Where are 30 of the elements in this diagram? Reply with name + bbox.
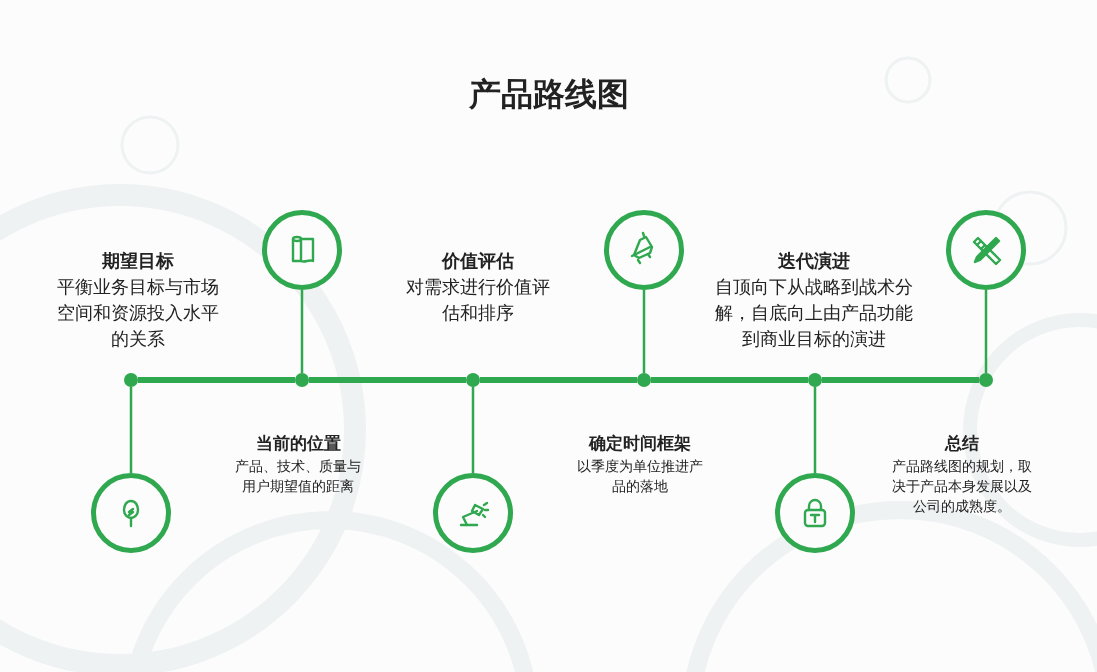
timeline-dot — [466, 373, 480, 387]
timeline-line — [480, 377, 637, 383]
step-title: 确定时间框架 — [587, 432, 692, 455]
step-description: 对需求进行价值评估和排序 — [405, 275, 551, 325]
step-description: 自顶向下从战略到战术分解，自底向上由产品功能到商业目标的演进 — [714, 275, 914, 351]
timeline-line — [309, 377, 466, 383]
timeline-dot — [979, 373, 993, 387]
timeline-dot — [124, 373, 138, 387]
connector-line — [471, 387, 475, 473]
connector-line — [813, 387, 817, 473]
step-title: 总结 — [943, 432, 980, 455]
connector-line — [984, 290, 988, 373]
title: 产品路线图 — [467, 74, 630, 115]
step-title: 价值评估 — [440, 249, 515, 273]
timeline-dot — [637, 373, 651, 387]
step-description: 产品、技术、质量与用户期望值的距离 — [234, 457, 362, 496]
timeline-line — [651, 377, 808, 383]
step-description: 以季度为单位推进产品的落地 — [576, 457, 704, 496]
timeline-dot — [295, 373, 309, 387]
connector-line — [642, 290, 646, 373]
step-description: 平衡业务目标与市场空间和资源投入水平的关系 — [56, 275, 220, 351]
connector-line — [129, 387, 133, 473]
step-title: 期望目标 — [101, 249, 175, 273]
step-title: 迭代演进 — [777, 249, 851, 273]
timeline-line — [822, 377, 979, 383]
step-title: 当前的位置 — [254, 432, 342, 455]
step-description: 产品路线图的规划，取决于产品本身发展以及公司的成熟度。 — [891, 457, 1033, 516]
connector-line — [300, 290, 304, 373]
timeline-line — [138, 377, 295, 383]
timeline-dot — [808, 373, 822, 387]
